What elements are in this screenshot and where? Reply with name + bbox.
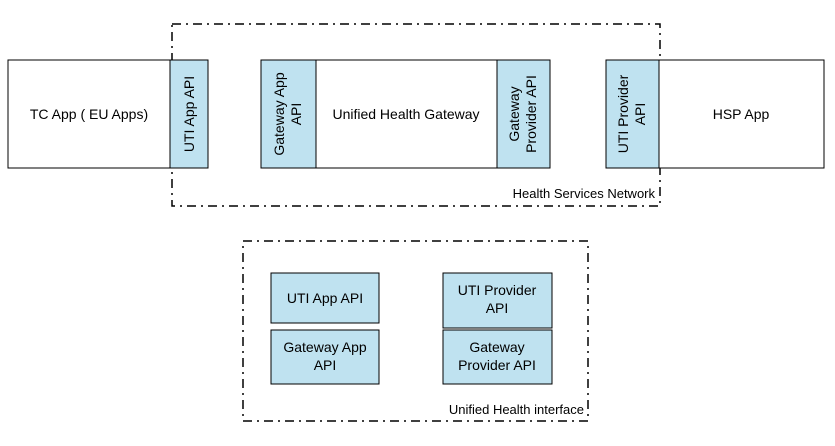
uti-provider-api-box bbox=[605, 59, 660, 169]
uti-app-api-label: UTI App API bbox=[181, 76, 197, 152]
legend-gateway-provider-api-label-line2: Provider API bbox=[458, 357, 536, 373]
tc-app-label: TC App ( EU Apps) bbox=[30, 106, 148, 122]
gateway-provider-api-label-line1: Gateway bbox=[506, 86, 522, 141]
unified-health-interface-boundary bbox=[242, 240, 589, 422]
legend-uti-provider-api-box bbox=[442, 272, 553, 329]
gateway-app-api-box bbox=[260, 59, 317, 169]
legend-gateway-app-api-label-line1: Gateway App bbox=[283, 339, 366, 355]
uti-provider-api-label-line2: API bbox=[632, 103, 648, 126]
hsp-app-box bbox=[658, 59, 825, 169]
legend-uti-provider-api-label-line1: UTI Provider bbox=[458, 282, 537, 298]
legend-uti-app-api-box bbox=[270, 272, 380, 324]
legend-gateway-provider-api-box bbox=[442, 329, 553, 385]
legend-gateway-app-api-label-line2: API bbox=[314, 357, 337, 373]
gateway-provider-api-box bbox=[496, 59, 551, 169]
health-services-network-label: Health Services Network bbox=[513, 186, 656, 201]
gateway-app-api-label-line2: API bbox=[288, 103, 304, 126]
legend-uti-provider-api-label-line2: API bbox=[486, 300, 509, 316]
legend-uti-app-api-label: UTI App API bbox=[287, 290, 363, 306]
legend-gateway-app-api-box bbox=[270, 329, 380, 385]
gateway-provider-api-label-line2: Provider API bbox=[523, 75, 539, 153]
uti-provider-api-label-line1: UTI Provider bbox=[615, 74, 631, 153]
uti-app-api-box bbox=[169, 59, 209, 169]
unified-health-gateway-box bbox=[315, 59, 498, 169]
tc-app-box bbox=[7, 59, 171, 169]
unified-health-interface-label: Unified Health interface bbox=[449, 402, 584, 417]
gateway-app-api-label-line1: Gateway App bbox=[271, 72, 287, 155]
legend-gateway-provider-api-label-line1: Gateway bbox=[469, 339, 524, 355]
hsp-app-label: HSP App bbox=[713, 106, 770, 122]
unified-health-gateway-label: Unified Health Gateway bbox=[332, 106, 479, 122]
